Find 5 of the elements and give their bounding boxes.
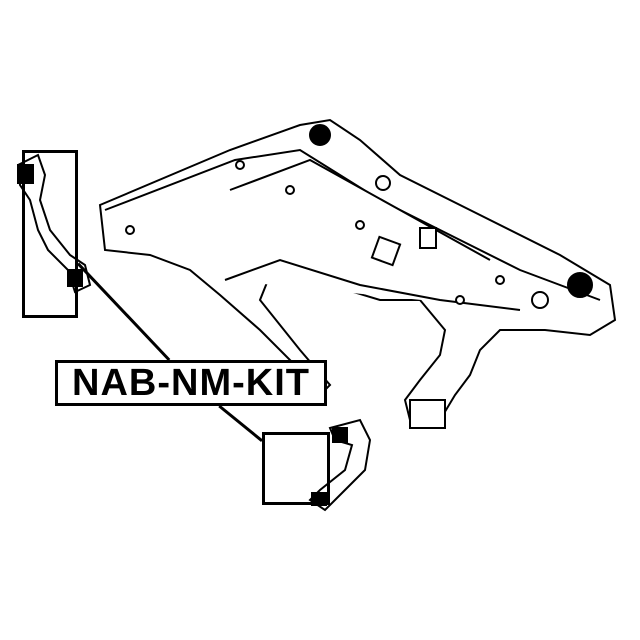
leader-line [76, 262, 170, 362]
leader-line [218, 404, 263, 442]
part-group-frame [22, 150, 78, 318]
part-group-frame [262, 432, 330, 505]
part-number-label: NAB-NM-KIT [55, 360, 327, 406]
